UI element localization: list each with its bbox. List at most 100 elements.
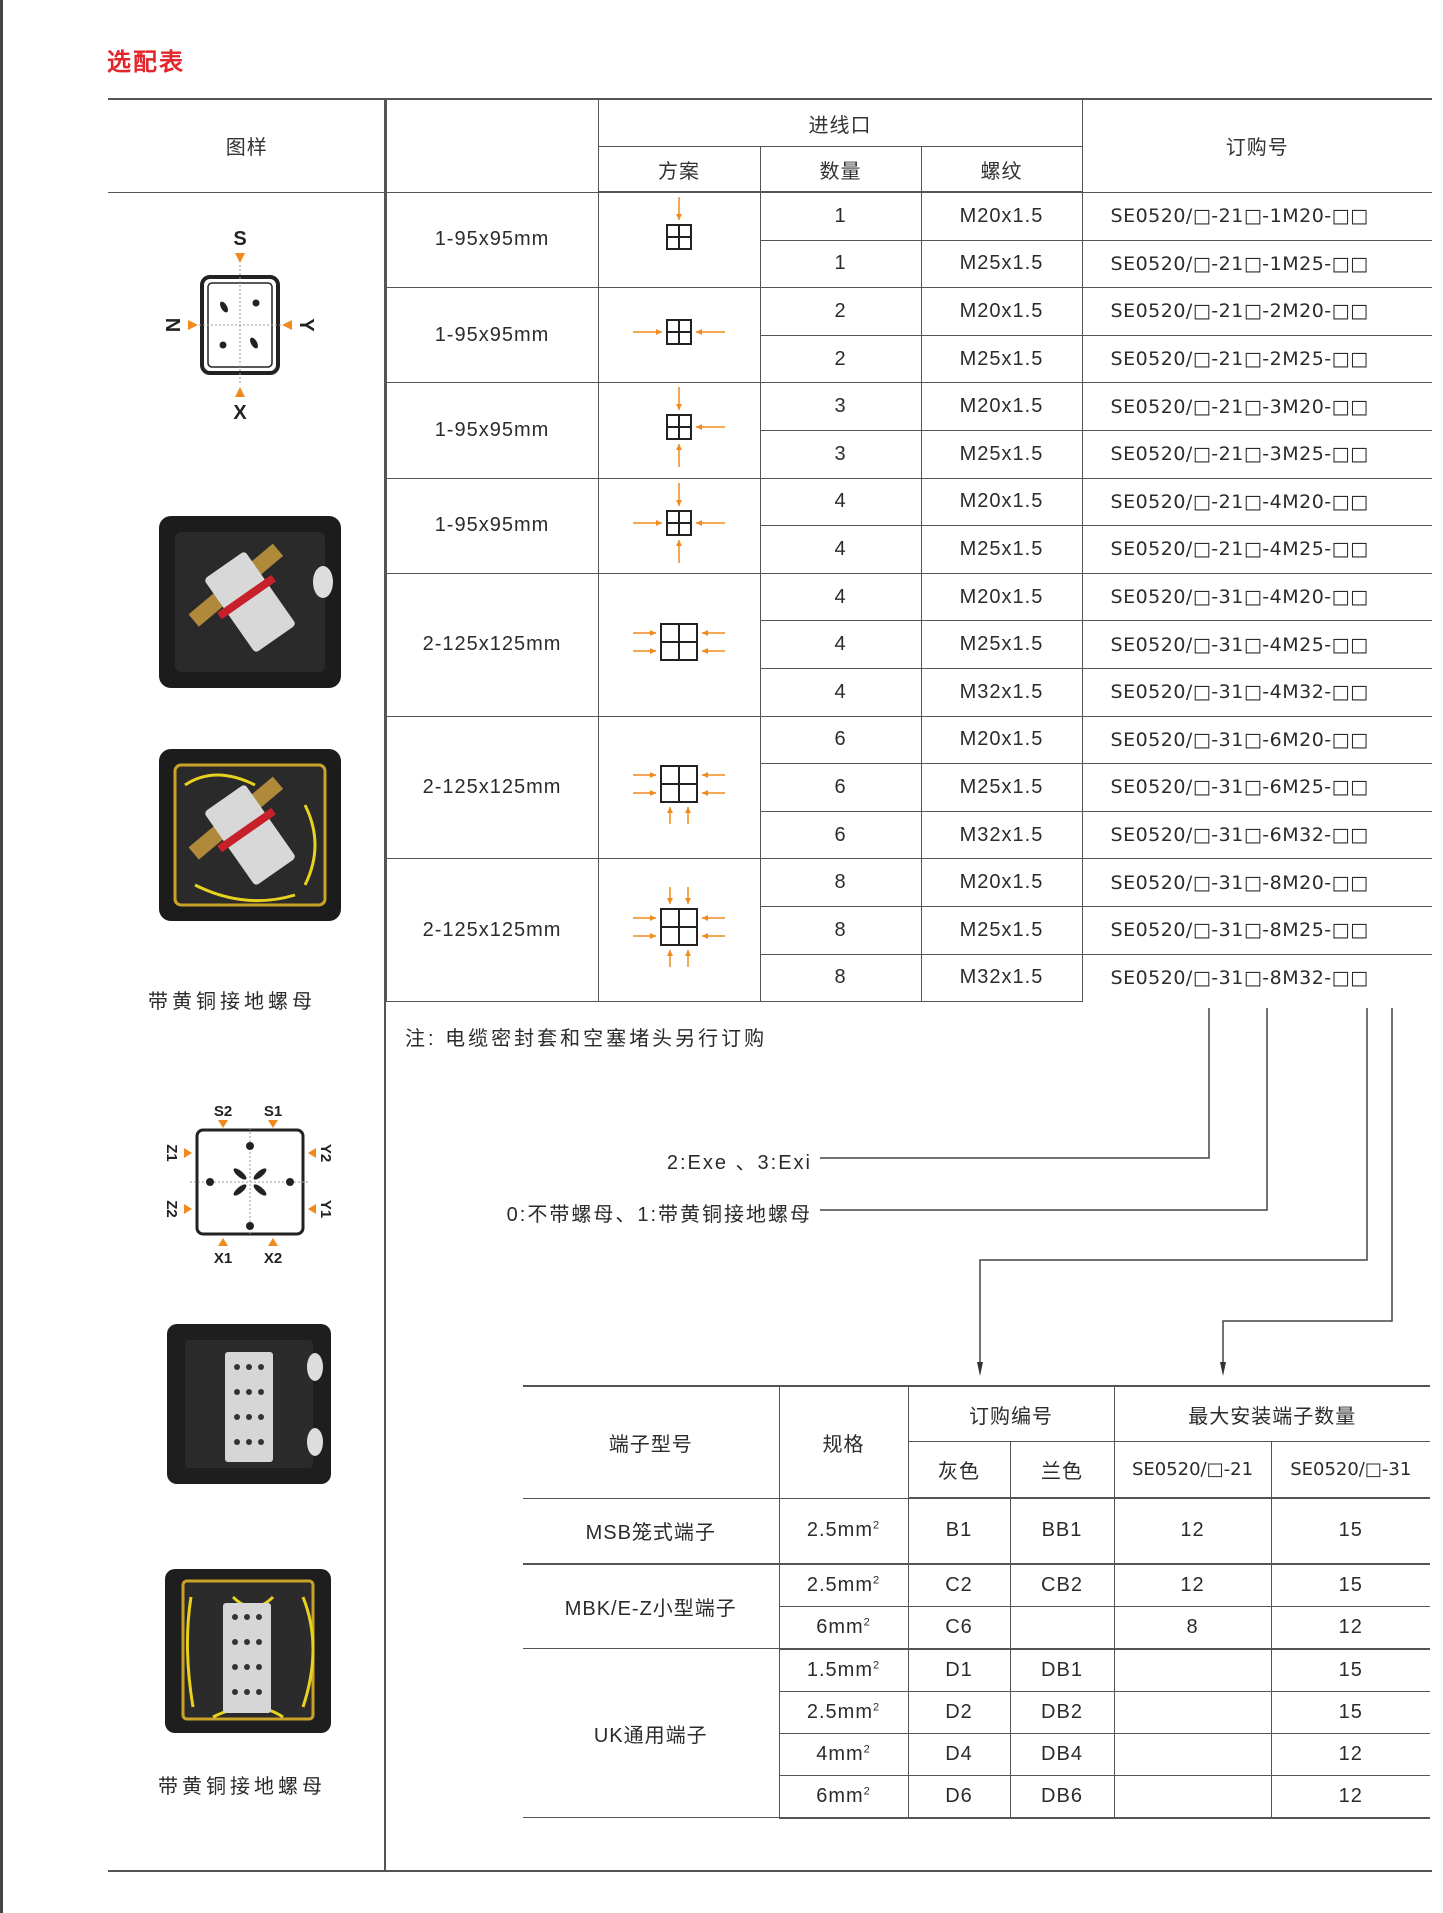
terminal-type: UK通用端子 <box>523 1648 779 1818</box>
entry-arrow-head <box>667 898 673 905</box>
label-z2: Z2 <box>163 1200 180 1218</box>
leader-line-max-qty <box>1222 1008 1393 1368</box>
header-gray: 灰色 <box>907 1441 1010 1499</box>
thread: M25x1.5 <box>920 430 1083 479</box>
terminal-blue: CB2 <box>1009 1563 1114 1607</box>
terminal-gray: D1 <box>907 1648 1010 1692</box>
entry-quantity: 1 <box>759 192 921 241</box>
scheme-icon <box>633 622 725 661</box>
order-number: SE0520/□-31□-8M25-□□ <box>1081 906 1433 955</box>
entry-scheme <box>597 858 760 1003</box>
order-number: SE0520/□-31□-4M25-□□ <box>1081 620 1433 669</box>
entry-quantity: 6 <box>759 763 921 812</box>
scheme-icon <box>633 887 725 968</box>
label-n: N <box>161 318 183 332</box>
header-size <box>385 98 598 193</box>
terminal-spec: 4mm2 <box>778 1733 908 1776</box>
thread: M25x1.5 <box>920 525 1083 574</box>
terminal-gray: D4 <box>907 1733 1010 1776</box>
entry-arrow-head <box>676 539 682 546</box>
terminal-q21: 8 <box>1113 1606 1271 1650</box>
entry-scheme <box>597 192 760 289</box>
entry-quantity: 4 <box>759 573 921 622</box>
spec-superscript: 2 <box>873 1573 881 1586</box>
enclosure-size: 2-125x125mm <box>385 573 598 717</box>
entry-arrow-head <box>676 444 682 451</box>
page-edge <box>0 0 3 1913</box>
terminal-spec: 6mm2 <box>778 1775 908 1819</box>
enclosure-size: 1-95x95mm <box>385 382 598 479</box>
terminal-spec: 6mm2 <box>778 1606 908 1650</box>
entry-arrow-head <box>702 772 708 779</box>
header-entry: 进线口 <box>597 98 1083 147</box>
spec-value: 6mm <box>816 1615 864 1638</box>
terminal-q31: 15 <box>1270 1691 1430 1734</box>
page-title: 选配表 <box>107 49 185 76</box>
terminal-table: 端子型号 规格 订购编号 最大安装端子数量 灰色 兰色 SE0520/□-21 … <box>523 1385 1430 1819</box>
order-number: SE0520/□-21□-4M20-□□ <box>1081 478 1433 527</box>
terminal-q21 <box>1113 1733 1271 1776</box>
thread: M20x1.5 <box>920 287 1083 336</box>
entry-quantity: 4 <box>759 525 921 574</box>
header-thread: 螺纹 <box>920 146 1083 193</box>
enclosure-photo-1 <box>159 516 341 688</box>
terminal-q31: 15 <box>1270 1648 1430 1692</box>
entry-quantity: 6 <box>759 716 921 765</box>
entry-arrow-head <box>702 629 708 636</box>
enclosure-photo-3 <box>167 1324 331 1484</box>
bottom-rule <box>108 1870 1432 1872</box>
label-y1: Y1 <box>317 1200 334 1218</box>
leader-line-protection <box>820 1008 1210 1159</box>
enclosure-diagram-1: S N Y X <box>161 228 317 424</box>
arrow-icon <box>235 253 245 263</box>
leader-line-order-code <box>979 1008 1368 1368</box>
terminal-q21: 12 <box>1113 1563 1271 1607</box>
enclosure-size: 2-125x125mm <box>385 858 598 1003</box>
header-se21: SE0520/□-21 <box>1113 1441 1271 1499</box>
spec-superscript: 2 <box>873 1700 881 1713</box>
terminal-gray: D6 <box>907 1775 1010 1819</box>
thread: M20x1.5 <box>920 478 1083 527</box>
entry-arrow-head <box>702 915 708 922</box>
terminal-gray: C2 <box>907 1563 1010 1607</box>
terminal-q31: 15 <box>1270 1563 1430 1607</box>
terminal-q21 <box>1113 1691 1271 1734</box>
header-max-qty: 最大安装端子数量 <box>1113 1385 1430 1442</box>
thread: M25x1.5 <box>920 620 1083 669</box>
order-number: SE0520/□-21□-2M20-□□ <box>1081 287 1433 336</box>
entry-quantity: 4 <box>759 668 921 717</box>
order-number: SE0520/□-21□-3M20-□□ <box>1081 382 1433 431</box>
label-x: X <box>233 402 247 424</box>
arrow-down-icon <box>1220 1362 1226 1376</box>
header-drawing: 图样 <box>108 98 386 193</box>
spec-value: 1.5mm <box>806 1658 873 1681</box>
entry-arrow-head <box>702 933 708 940</box>
terminal-q31: 12 <box>1270 1606 1430 1650</box>
caption-brass-nut-lower: 带黄铜接地螺母 <box>158 1776 326 1798</box>
label-s1: S1 <box>264 1103 282 1120</box>
header-se31: SE0520/□-31 <box>1270 1441 1430 1499</box>
thread: M32x1.5 <box>920 668 1083 717</box>
label-s2: S2 <box>214 1103 232 1120</box>
entry-quantity: 3 <box>759 430 921 479</box>
terminal-q21 <box>1113 1648 1271 1692</box>
scheme-icon <box>633 765 725 825</box>
legend-nut: 0:不带螺母、1:带黄铜接地螺母 <box>506 1204 812 1226</box>
spec-superscript: 2 <box>873 1658 881 1671</box>
leader-line-nut <box>820 1008 1268 1211</box>
entry-quantity: 2 <box>759 287 921 336</box>
spec-value: 2.5mm <box>806 1519 873 1541</box>
spec-value: 2.5mm <box>806 1573 873 1596</box>
thread: M25x1.5 <box>920 906 1083 955</box>
order-number: SE0520/□-31□-8M32-□□ <box>1081 954 1433 1002</box>
entry-quantity: 8 <box>759 954 921 1003</box>
